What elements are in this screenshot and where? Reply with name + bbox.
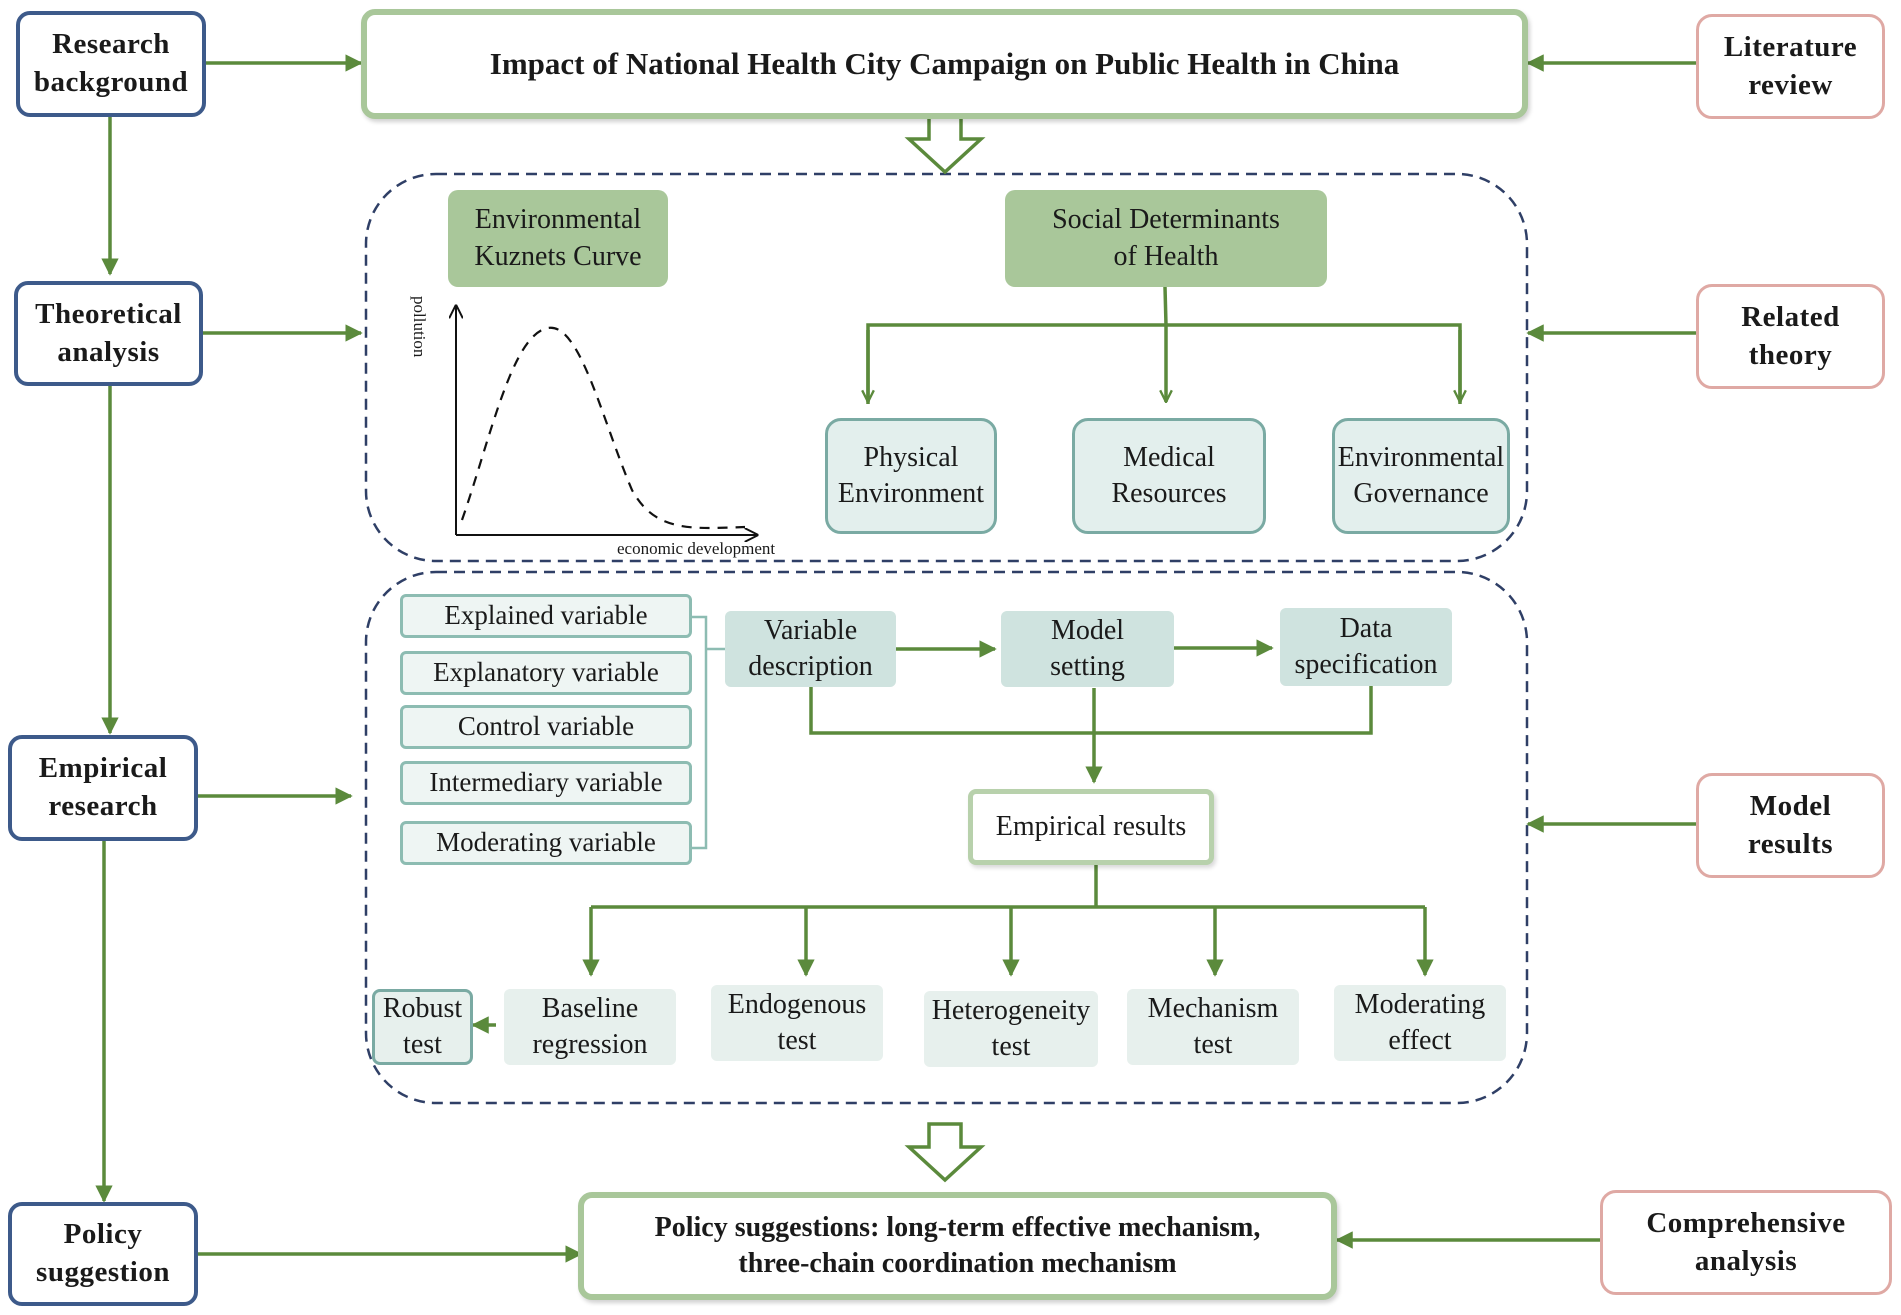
- theoretical-analysis-box: Theoretical analysis: [14, 281, 203, 386]
- comprehensive-analysis-box: Comprehensive analysis: [1600, 1190, 1892, 1295]
- research-background-box: Research background: [16, 11, 206, 117]
- moderating-effect-box: Moderating effect: [1334, 985, 1506, 1061]
- y-axis-label: pollution: [410, 296, 429, 358]
- variable-item: Moderating variable: [400, 821, 692, 865]
- main-title-box: Impact of National Health City Campaign …: [361, 9, 1528, 119]
- endogenous-test-box: Endogenous test: [711, 985, 883, 1061]
- robust-test-box: Robust test: [372, 989, 473, 1065]
- x-axis-label: economic development: [617, 539, 776, 558]
- ekc-label-box: Environmental Kuznets Curve: [448, 190, 668, 287]
- empirical-region: [364, 570, 1529, 1105]
- kuznets-curve: [460, 326, 746, 530]
- down-hollow-arrow-bottom: [904, 1122, 986, 1183]
- related-theory-box: Related theory: [1696, 284, 1885, 389]
- empirical-research-box: Empirical research: [8, 735, 198, 841]
- data-specification-box: Data specification: [1280, 608, 1452, 686]
- variable-item: Explanatory variable: [400, 651, 692, 695]
- variable-item: Intermediary variable: [400, 761, 692, 805]
- ekc-plot: [456, 306, 757, 535]
- mechanism-test-box: Mechanism test: [1127, 989, 1299, 1065]
- theory-region: [364, 172, 1529, 563]
- environmental-governance-box: Environmental Governance: [1332, 418, 1510, 534]
- medical-resources-box: Medical Resources: [1072, 418, 1266, 534]
- literature-review-box: Literature review: [1696, 14, 1885, 119]
- policy-suggestions-box: Policy suggestions: long-term effective …: [578, 1192, 1337, 1300]
- model-results-box: Model results: [1696, 773, 1885, 878]
- heterogeneity-test-box: Heterogeneity test: [924, 991, 1098, 1067]
- baseline-regression-box: Baseline regression: [504, 989, 676, 1065]
- physical-environment-box: Physical Environment: [825, 418, 997, 534]
- model-setting-box: Model setting: [1001, 611, 1174, 687]
- policy-suggestion-box: Policy suggestion: [8, 1202, 198, 1306]
- sdh-label-box: Social Determinants of Health: [1005, 190, 1327, 287]
- variable-item: Explained variable: [400, 594, 692, 638]
- variable-item: Control variable: [400, 705, 692, 749]
- down-hollow-arrow-top: [904, 115, 986, 175]
- empirical-results-box: Empirical results: [968, 789, 1214, 865]
- variable-description-box: Variable description: [725, 611, 896, 687]
